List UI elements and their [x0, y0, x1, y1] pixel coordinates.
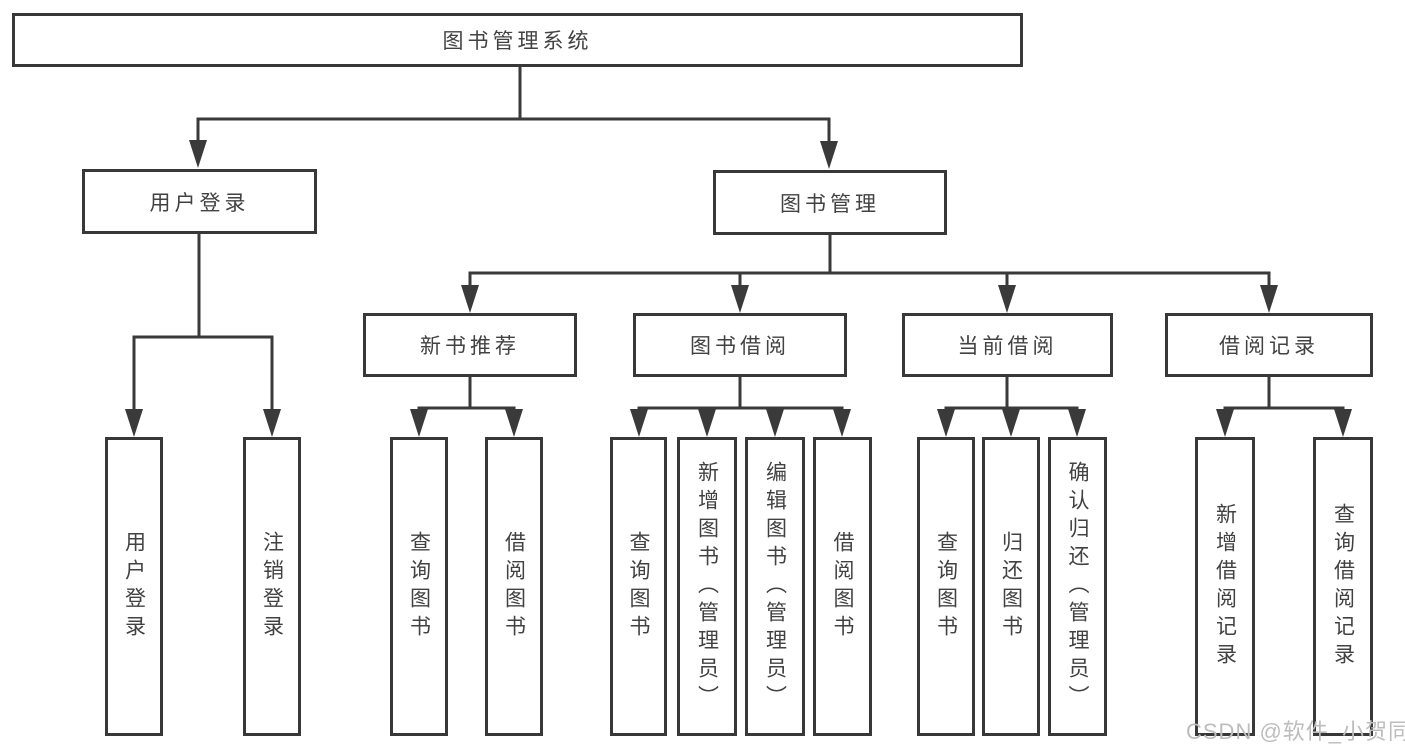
node-borrow-records-label: 借阅记录 [1219, 335, 1319, 358]
arrowhead-l3-1 [461, 285, 479, 313]
leaf-edit-books-admin: 编辑图书（管理员） [745, 437, 805, 736]
arrowhead-user-login [189, 140, 207, 168]
leaf-add-borrow-record-label: 新增借阅记录 [1213, 502, 1237, 671]
csdn-watermark: CSDN @软件_小贺同学 [1186, 719, 1405, 744]
leaf-query-books-borrow-label: 查询图书 [627, 530, 650, 643]
arrowhead-leaf3 [410, 409, 428, 437]
leaf-return-books-label: 归还图书 [999, 530, 1023, 643]
arrowhead-leaf12 [1216, 409, 1234, 437]
leaf-confirm-return-admin: 确认归还（管理员） [1048, 437, 1107, 736]
arrowhead-l3-2 [731, 285, 749, 313]
leaf-query-borrow-record-label: 查询借阅记录 [1331, 502, 1355, 671]
node-book-management-label: 图书管理 [780, 192, 880, 216]
leaf-query-books-recommend: 查询图书 [390, 437, 448, 736]
leaf-user-login-label: 用户登录 [122, 530, 146, 643]
node-current-borrow-label: 当前借阅 [957, 335, 1058, 358]
node-book-borrow-label: 图书借阅 [690, 335, 790, 358]
arrowhead-leaf2 [263, 409, 281, 437]
arrowhead-leaf1 [125, 409, 143, 437]
arrowhead-leaf9 [937, 409, 955, 437]
node-new-book-recommend-label: 新书推荐 [420, 335, 520, 358]
leaf-query-books-current: 查询图书 [917, 437, 975, 736]
leaf-query-books-current-label: 查询图书 [934, 530, 958, 643]
node-new-book-recommend: 新书推荐 [363, 313, 577, 377]
node-root-label: 图书管理系统 [442, 30, 593, 53]
node-user-login-label: 用户登录 [149, 191, 250, 215]
leaf-edit-books-admin-label: 编辑图书（管理员） [763, 460, 787, 713]
leaf-query-borrow-record: 查询借阅记录 [1313, 437, 1373, 736]
leaf-add-books-admin-label: 新增图书（管理员） [695, 460, 719, 713]
leaf-borrow-books-recommend: 借阅图书 [485, 437, 543, 736]
arrowhead-leaf4 [505, 409, 523, 437]
node-user-login: 用户登录 [82, 169, 317, 234]
leaf-borrow-books: 借阅图书 [813, 437, 872, 736]
leaf-add-books-admin: 新增图书（管理员） [677, 437, 737, 736]
arrowhead-book-mgmt [820, 141, 838, 169]
leaf-logout-label: 注销登录 [260, 530, 284, 643]
arrowhead-l3-4 [1260, 285, 1278, 313]
arrowhead-leaf5 [630, 409, 648, 437]
leaf-borrow-books-label: 借阅图书 [831, 530, 854, 643]
leaf-borrow-books-recommend-label: 借阅图书 [502, 530, 526, 643]
arrowhead-leaf8 [833, 409, 851, 437]
node-book-management: 图书管理 [713, 170, 947, 235]
node-book-borrow: 图书借阅 [633, 313, 847, 377]
leaf-confirm-return-admin-label: 确认归还（管理员） [1066, 460, 1089, 713]
arrowhead-leaf13 [1334, 409, 1352, 437]
leaf-return-books: 归还图书 [982, 437, 1040, 736]
arrowhead-leaf7 [766, 409, 784, 437]
arrowhead-l3-3 [998, 285, 1016, 313]
arrowhead-leaf6 [698, 409, 716, 437]
leaf-logout: 注销登录 [243, 437, 301, 736]
arrowhead-leaf11 [1068, 409, 1086, 437]
arrowhead-leaf10 [1002, 409, 1020, 437]
leaf-add-borrow-record: 新增借阅记录 [1195, 437, 1255, 736]
node-borrow-records: 借阅记录 [1165, 313, 1373, 377]
leaf-query-books-borrow: 查询图书 [610, 437, 667, 736]
leaf-query-books-recommend-label: 查询图书 [407, 530, 431, 643]
leaf-user-login: 用户登录 [105, 437, 163, 736]
node-current-borrow: 当前借阅 [902, 313, 1113, 377]
node-root: 图书管理系统 [12, 13, 1023, 67]
